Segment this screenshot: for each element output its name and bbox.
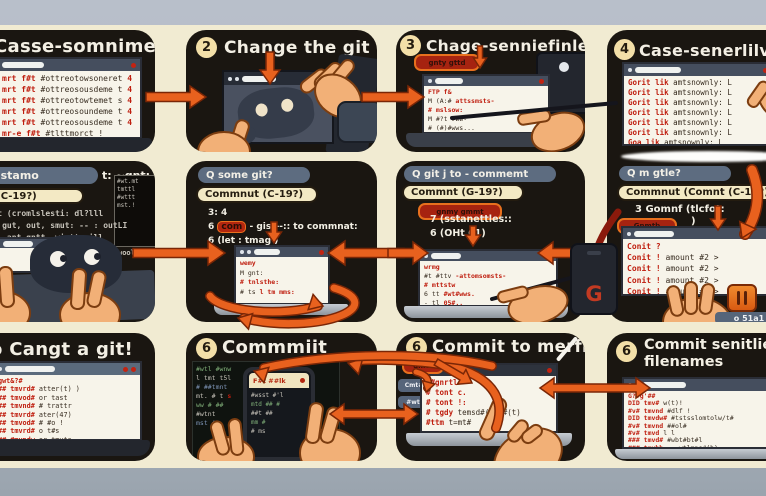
hands-illustration [197, 59, 377, 152]
commit-button[interactable] [727, 284, 757, 312]
window-titlebar [624, 64, 766, 76]
command-pill: ot (C-19?) [0, 188, 84, 204]
command-pill: Commnut (Comnt (C-19?) [617, 184, 766, 201]
panel-title: o Cangt a git! [0, 339, 134, 360]
panel-terminal-robot: =o stamo t: ~gnt: ot (C-19?) #wt.mttmttl… [0, 161, 155, 322]
panel-title: Casse-somnime [0, 36, 155, 57]
panel-title-line1: Commit senitliet [644, 337, 766, 353]
tag-badge: gnty gttd [414, 54, 480, 71]
hand-bottom [662, 281, 732, 322]
hand-notes: 7 (sstanettles::6 (OHt 61) [430, 214, 512, 239]
window-titlebar [424, 76, 548, 86]
hands-holding-phone [197, 402, 361, 461]
panel-step2: 2 Change the git [186, 30, 377, 152]
step-badge: 4 [614, 39, 635, 60]
question-pill: Q m gtle? [619, 166, 731, 181]
laptop-base [0, 138, 152, 152]
panel-commit-merfit: 6 Commit to merfit! Cmt# #wt g#gnrtl# to… [396, 333, 585, 461]
hand-right [746, 80, 766, 124]
step-badge: 6 [196, 338, 217, 359]
laptop-highlight [621, 151, 766, 162]
panel-step3: 3 Chage-senniefinles gnty gttd FTP f& M … [396, 30, 585, 152]
command-pill: Commnut (C-19?) [196, 186, 318, 203]
window-titlebar [0, 59, 140, 71]
hand-stylus [517, 109, 585, 152]
panel-title-line2: filenames [644, 354, 724, 370]
panel-step4: 4 Case-senerlilv Gorit lik amtsnownly: L… [607, 30, 766, 322]
g-logo: G [585, 282, 603, 306]
laptop-base [406, 133, 568, 147]
hand-pen [490, 275, 576, 322]
code-lines: G?#g'## DID tmv# w(t)!#v# tmvnd #dlf !DI… [628, 393, 734, 447]
side-note: woolld [118, 249, 144, 257]
hand-pointing [478, 397, 563, 461]
laptop-screen: gwt&?# ## tmvrd# atter(t) )## tmvod# or … [0, 361, 142, 441]
panel-step1: Casse-somnime mrt f#t #ottreotowsoneret … [0, 30, 155, 152]
status-pill: o 51a1 [715, 312, 766, 322]
command-pill: Commnt (G-19?) [402, 184, 524, 201]
laptop-screen: G?#g'## DID tmv# w(t)!#v# tmvnd #dlf !DI… [622, 377, 766, 449]
note-paren: ) [691, 216, 696, 227]
code-lines: wrmg#t #ttv -attomsomsts-# mttstw 6 tt #… [424, 263, 507, 305]
panel-title: Chage-senniefinles [426, 37, 585, 55]
step-badge: 3 [400, 35, 421, 56]
panel-commit-filenames: 6 Commit senitliet filenames G?#g'## DID… [607, 333, 766, 461]
question-pill: Q some git? [198, 167, 310, 183]
hand-notes: 3 Gomnf (tlcfot: [635, 204, 725, 215]
panel-cangt-git: o Cangt a git! gwt&?# ## tmvrd# atter(t)… [0, 333, 155, 461]
window-titlebar [623, 228, 766, 239]
laptop-base [0, 440, 150, 456]
code-lines: gwt&?# ## tmvrd# atter(t) )## tmvod# or … [0, 377, 84, 439]
step-badge: 2 [196, 37, 217, 58]
g-phone: G [570, 243, 618, 315]
stage-badge: gmt? [402, 357, 444, 374]
panel-title: Case-senerlilv [639, 41, 766, 60]
question-pill: Q git j to - commemt [404, 166, 556, 182]
hands-typing [0, 265, 121, 322]
window-titlebar [236, 247, 328, 257]
question-pill: =o stamo [0, 167, 98, 184]
step-badge: 6 [616, 341, 637, 362]
window-titlebar [624, 379, 766, 391]
laptop-base [214, 304, 348, 315]
tag-badge: gnmy gmmt [418, 203, 502, 220]
window-titlebar [0, 363, 140, 375]
laptop-base [615, 449, 766, 459]
panel-git-comment: Q git j to - commemt Commnt (G-19?) gnmy… [396, 161, 585, 322]
